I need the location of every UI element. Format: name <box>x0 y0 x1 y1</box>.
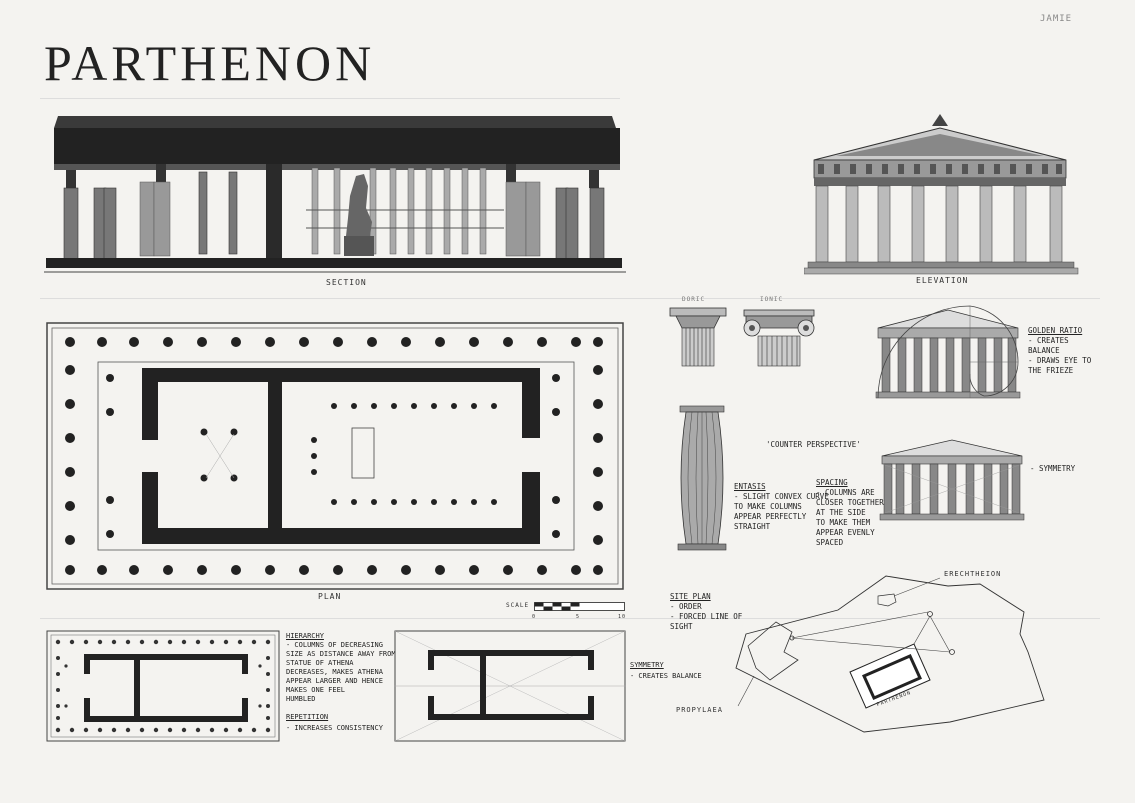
note-line: SPACED <box>816 538 844 547</box>
plan-drawing <box>46 322 624 590</box>
guide-line <box>40 618 1100 619</box>
note-line: - CREATES BALANCE <box>630 672 702 680</box>
golden-ratio-note: GOLDEN RATIO - CREATES BALANCE - DRAWS E… <box>1028 326 1091 376</box>
note-line: - INCREASES CONSISTENCY <box>286 724 383 732</box>
doric-capital-drawing <box>669 307 727 367</box>
golden-ratio-drawing <box>875 305 1021 399</box>
erechtheion-label: ERECHTHEION <box>944 570 1002 578</box>
note-line: - ORDER <box>670 602 702 611</box>
symmetry-heading: SYMMETRY <box>630 661 664 669</box>
guide-line <box>40 298 1100 299</box>
ionic-label: IONIC <box>760 296 784 303</box>
repetition-note: REPETITION - INCREASES CONSISTENCY <box>286 712 383 734</box>
note-line: - COLUMNS ARE <box>816 488 875 497</box>
note-line: - CREATES <box>1028 336 1069 345</box>
note-line: - DRAWS EYE TO <box>1028 356 1092 365</box>
scale-tick: 5 <box>576 614 581 620</box>
plan-label: PLAN <box>318 592 342 601</box>
spacing-note: SPACING - COLUMNS ARE CLOSER TOGETHER AT… <box>816 478 884 548</box>
guide-line <box>40 98 620 99</box>
hierarchy-note: HIERARCHY - COLUMNS OF DECREASING SIZE A… <box>286 632 396 704</box>
section-drawing <box>44 116 626 273</box>
note-line: APPEAR LARGER AND HENCE <box>286 677 383 685</box>
doric-label: DORIC <box>682 296 706 303</box>
scale-bar <box>534 602 625 611</box>
page-title: PARTHENON <box>44 35 376 91</box>
note-line: SIGHT <box>670 622 693 631</box>
note-line: STRAIGHT <box>734 522 771 531</box>
note-line: STATUE OF ATHENA <box>286 659 354 667</box>
note-line: TO MAKE COLUMNS <box>734 502 802 511</box>
entasis-heading: ENTASIS <box>734 482 766 491</box>
note-line: DECREASES, MAKES ATHENA <box>286 668 383 676</box>
section-label: SECTION <box>326 278 367 287</box>
ionic-capital-drawing <box>743 309 815 367</box>
note-line: APPEAR PERFECTLY <box>734 512 807 521</box>
entasis-column-drawing <box>677 405 727 551</box>
counter-perspective-note: 'COUNTER PERSPECTIVE' <box>766 440 861 449</box>
note-line: APPEAR EVENLY <box>816 528 875 537</box>
author-name: JAMIE <box>1040 14 1073 24</box>
note-line: HUMBLED <box>286 695 316 703</box>
note-line: BALANCE <box>1028 346 1060 355</box>
repetition-heading: REPETITION <box>286 713 329 721</box>
symmetry-plan-drawing <box>394 630 626 742</box>
note-line: AT THE SIDE <box>816 508 866 517</box>
scale-tick: 0 <box>532 614 537 620</box>
propylaea-label: PROPYLAEA <box>676 706 723 714</box>
note-line: - FORCED LINE OF <box>670 612 743 621</box>
elevation-drawing <box>804 114 1079 275</box>
site-plan-heading: SITE PLAN <box>670 592 711 601</box>
note-line: - SLIGHT CONVEX CURVE <box>734 492 829 501</box>
note-line: THE FRIEZE <box>1028 366 1074 375</box>
note-line: TO MAKE THEM <box>816 518 871 527</box>
elevation-label: ELEVATION <box>916 276 969 285</box>
note-line: SIZE AS DISTANCE AWAY FROM <box>286 650 396 658</box>
note-line: CLOSER TOGETHER <box>816 498 884 507</box>
note-line: - COLUMNS OF DECREASING <box>286 641 383 649</box>
site-plan-drawing <box>735 575 1045 733</box>
scale-tick: 10 <box>618 614 627 620</box>
symmetry-note-right: - SYMMETRY <box>1030 464 1076 473</box>
golden-ratio-heading: GOLDEN RATIO <box>1028 326 1083 335</box>
spacing-drawing <box>879 439 1025 521</box>
spacing-heading: SPACING <box>816 478 848 487</box>
hierarchy-heading: HIERARCHY <box>286 632 324 640</box>
scale-label: SCALE <box>506 602 530 609</box>
entasis-note: ENTASIS - SLIGHT CONVEX CURVE TO MAKE CO… <box>734 482 829 532</box>
hierarchy-plan-drawing <box>46 630 280 742</box>
symmetry-note-bottom: SYMMETRY - CREATES BALANCE <box>630 660 702 682</box>
note-line: MAKES ONE FEEL <box>286 686 346 694</box>
site-plan-note: SITE PLAN - ORDER - FORCED LINE OF SIGHT <box>670 592 742 632</box>
